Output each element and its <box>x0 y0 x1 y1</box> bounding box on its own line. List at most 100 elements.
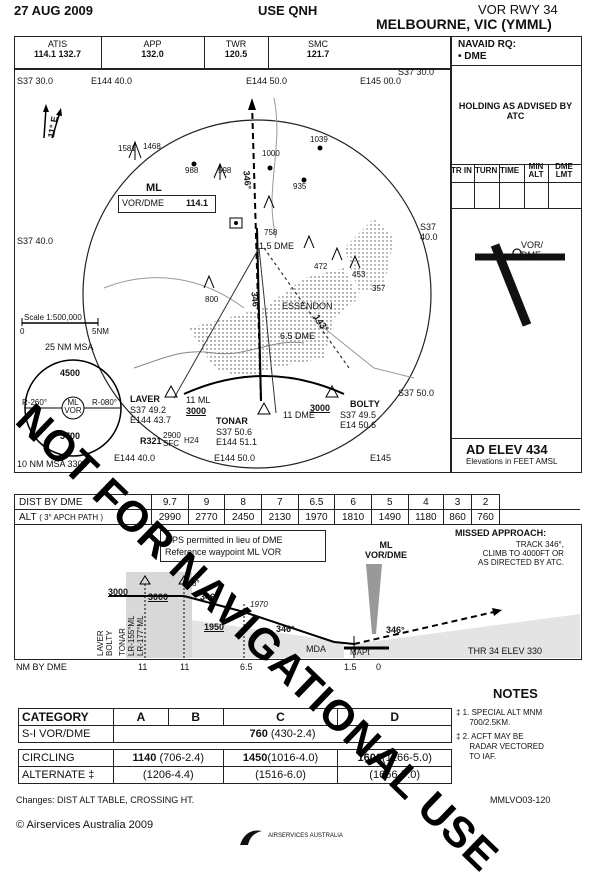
coord-lat-tl: S37 30.0 <box>17 76 54 86</box>
profile-crs2: 346° <box>276 624 295 634</box>
scale-5nm: 5NM <box>92 327 109 336</box>
fix-tonar: TONAR <box>216 416 248 426</box>
profile-alt-1950: 1950 <box>204 622 225 632</box>
profile-crs1: 346° <box>200 592 219 602</box>
dme-dist-cell: 5 <box>370 494 409 510</box>
minima-si-label: S-I VOR/DME <box>18 725 114 743</box>
fix-laver-coords: S37 49.2 E144 43.7 <box>130 405 172 425</box>
alt-cell: 2770 <box>187 509 226 525</box>
copyright: © Airservices Australia 2009 <box>16 819 154 831</box>
scale-label: Scale 1:500,000 <box>24 313 82 322</box>
inset-vor-label: VOR/ DME <box>521 240 544 260</box>
alt-cell: 2450 <box>224 509 262 525</box>
dme-1-5: 1.5 DME <box>259 241 295 251</box>
spot-elev-357: 357 <box>372 284 386 293</box>
spot-elev-758: 758 <box>264 228 278 237</box>
nm-0: 0 <box>376 662 382 672</box>
alt-cell: 1180 <box>407 509 445 525</box>
airservices-logo-icon <box>240 830 262 845</box>
vor-box <box>118 195 216 213</box>
coord-lat-mr: S37 40.0 <box>420 222 438 242</box>
minima-alt-label: ALTERNATE ‡ <box>18 766 114 784</box>
coord-lon-tm: E144 50.0 <box>246 76 288 86</box>
nm-11b: 11 <box>180 662 190 672</box>
coord-lon-tr: E145 00.0 <box>360 76 402 86</box>
coord-lat-tr: S37 30.0 <box>398 67 435 77</box>
dme-dist-cell: 6 <box>334 494 372 510</box>
dme-11: 11 DME <box>283 410 315 420</box>
profile-alt-1970: 1970 <box>250 600 268 609</box>
coord-lat-ml: S37 40.0 <box>17 236 54 246</box>
minima-alt-ab: (1206-4.4) <box>113 766 224 784</box>
use-qnh: USE QNH <box>258 3 318 18</box>
minima-table: CATEGORY A B C D S-I VOR/DME 760 (430-2.… <box>18 708 452 784</box>
nm-by-dme: NM BY DME <box>16 662 67 672</box>
dme-11ml: 11 ML <box>186 395 211 405</box>
nm-1-5: 1.5 <box>344 662 357 672</box>
dme-dist-cell: 4 <box>407 494 445 510</box>
profile-mda: MDA <box>306 644 326 654</box>
dme-dist-cell: 3 <box>443 494 472 510</box>
minima-alt-d: (1666-7.0) <box>337 766 452 784</box>
elev-note: Elevations in FEET AMSL <box>466 457 558 466</box>
coord-lon-bl: E144 40.0 <box>114 453 156 463</box>
plan-map <box>21 97 432 469</box>
spot-elev-1468: 1468 <box>143 142 161 151</box>
note-2: ‡ 2. ACFT MAY BE RADAR VECTORED TO IAF. <box>456 732 544 761</box>
msa-r260: R-260° <box>22 398 47 407</box>
vor-ident: ML <box>146 182 162 194</box>
r321-limits: 2900 SFC <box>163 431 181 448</box>
gps-note: GPS permitted in lieu of DME Reference w… <box>165 535 283 557</box>
notes-title: NOTES <box>493 686 538 701</box>
nm-11a: 11 <box>138 662 148 672</box>
coord-lon-bm: E144 50.0 <box>214 453 256 463</box>
chart-id: MMLVO03-120 <box>490 795 551 805</box>
navaid-item: • DME <box>458 51 487 62</box>
spot-elev-800: 800 <box>205 295 219 304</box>
minima-circ-c: 1450(1016-4.0) <box>222 749 339 767</box>
hold-col-trin: TR IN <box>451 166 472 175</box>
dme-dist-cell: 7 <box>260 494 299 510</box>
r321-label: R321 <box>140 436 162 446</box>
profile-view <box>14 524 582 660</box>
profile-crs3: 346° <box>386 625 405 635</box>
missed-text: TRACK 346°, CLIMB TO 4000FT OR AS DIRECT… <box>478 540 564 567</box>
msa-10nm: 10 NM MSA 3300 <box>17 459 88 469</box>
profile-fix-tonar: TONAR LR-155°ML LR-177°ML <box>118 615 145 656</box>
alt-3000-left: 3000 <box>186 406 207 416</box>
msa-center: ML VOR <box>64 398 82 415</box>
runway-inset <box>475 243 565 327</box>
navaid-title: NAVAID RQ: <box>458 39 516 50</box>
minima-alt-c: (1516-6.0) <box>222 766 339 784</box>
spot-elev-453: 453 <box>352 270 366 279</box>
essendon-label: ESSENDON <box>282 301 333 311</box>
dme-altitude-table: DIST BY DME 9.7 9 8 7 6.5 6 5 4 3 2 ALT … <box>14 494 580 525</box>
procedure-title: VOR RWY 34 <box>478 2 558 17</box>
vor-freq: 114.1 <box>186 198 209 208</box>
spot-elev-1581: 1581 <box>118 144 136 153</box>
msa-title: 25 NM MSA <box>45 342 94 352</box>
minima-col-category: CATEGORY <box>18 708 114 726</box>
hold-col-minalt: MIN ALT <box>528 162 544 179</box>
frequency-strip <box>14 36 452 70</box>
minima-circ-ab: 1140 (706-2.4) <box>113 749 224 767</box>
coord-lon-br: E145 <box>370 453 392 463</box>
fix-tonar-coords: S37 50.6 E144 51.1 <box>216 427 258 447</box>
dme-dist-cell: 2 <box>470 494 501 510</box>
profile-drawing <box>109 564 580 658</box>
chart-date: 27 AUG 2009 <box>14 3 94 18</box>
hold-col-turn: TURN <box>475 166 498 175</box>
profile-angle: 3° <box>192 579 200 588</box>
alt-cell: 760 <box>470 509 501 525</box>
course-346-mid: 346° <box>249 291 262 311</box>
msa-r080: R-080° <box>92 398 117 407</box>
profile-thr: THR 34 ELEV 330 <box>468 646 543 656</box>
alt-3000-right: 3000 <box>310 403 331 413</box>
vor-box-label: VOR/DME <box>122 198 165 208</box>
profile-mapt: MAPt <box>350 648 370 657</box>
alt-cell: 1810 <box>334 509 372 525</box>
minima-circ-label: CIRCLING <box>18 749 114 767</box>
